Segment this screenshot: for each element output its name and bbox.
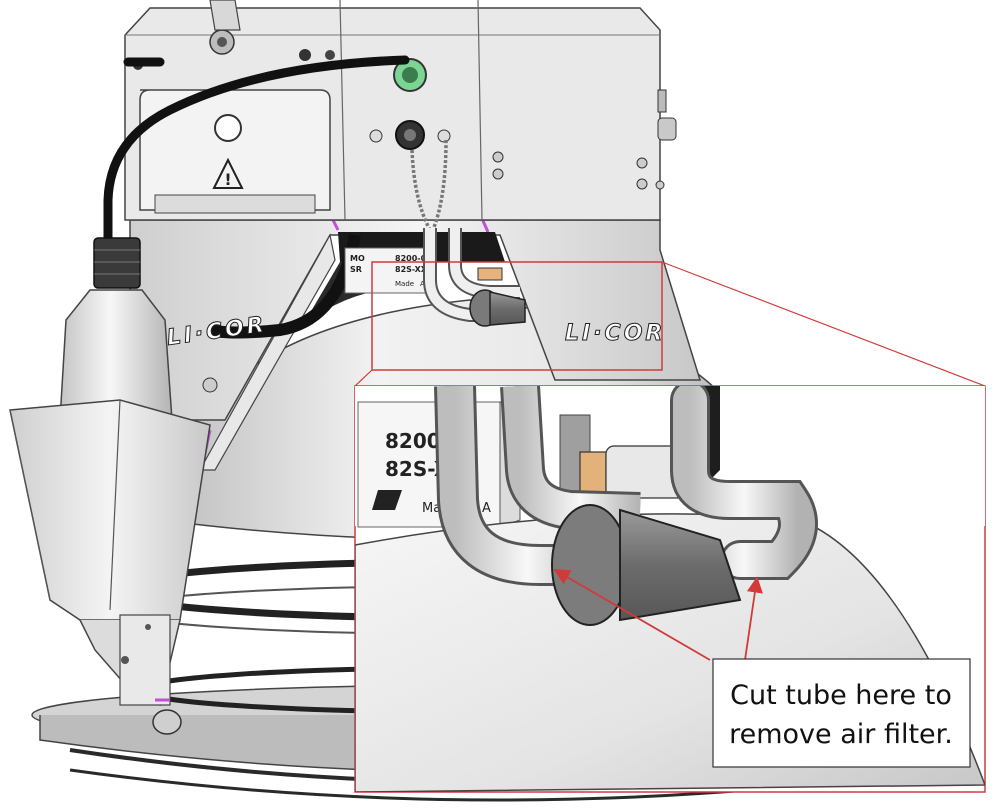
zoom-inset: 8200-0 82S-XX Mad A xyxy=(354,385,986,793)
highlight-box xyxy=(371,261,663,371)
svg-text:Made: Made xyxy=(395,280,414,288)
arrow-right xyxy=(744,576,763,661)
svg-text:A: A xyxy=(420,280,425,288)
callout-line-2: remove air filter. xyxy=(729,719,953,750)
black-cable xyxy=(103,55,410,250)
svg-text:8200-0: 8200-0 xyxy=(395,254,427,263)
svg-text:MO: MO xyxy=(350,254,365,263)
desiccant-bottle xyxy=(59,237,173,421)
label-plate-main: MO 8200-0 SR 82S-XX Made A xyxy=(344,247,436,294)
arrow-left xyxy=(553,569,711,661)
rain-shield xyxy=(9,377,218,735)
brand-logo-right: LI·COR xyxy=(565,321,665,346)
callout-box: Cut tube here to remove air filter. xyxy=(712,658,971,768)
svg-text:A: A xyxy=(482,501,491,516)
callout-line-1: Cut tube here to xyxy=(730,680,952,711)
mounting-nut xyxy=(152,709,182,735)
warning-icon: ! xyxy=(224,170,231,189)
air-filter-main xyxy=(423,228,526,327)
filter-body xyxy=(619,508,742,622)
filter-flange xyxy=(551,504,629,626)
top-enclosure: ! xyxy=(124,0,677,221)
svg-text:82S-XX: 82S-XX xyxy=(395,265,428,274)
svg-text:SR: SR xyxy=(350,265,362,274)
bead-chain xyxy=(410,139,448,233)
